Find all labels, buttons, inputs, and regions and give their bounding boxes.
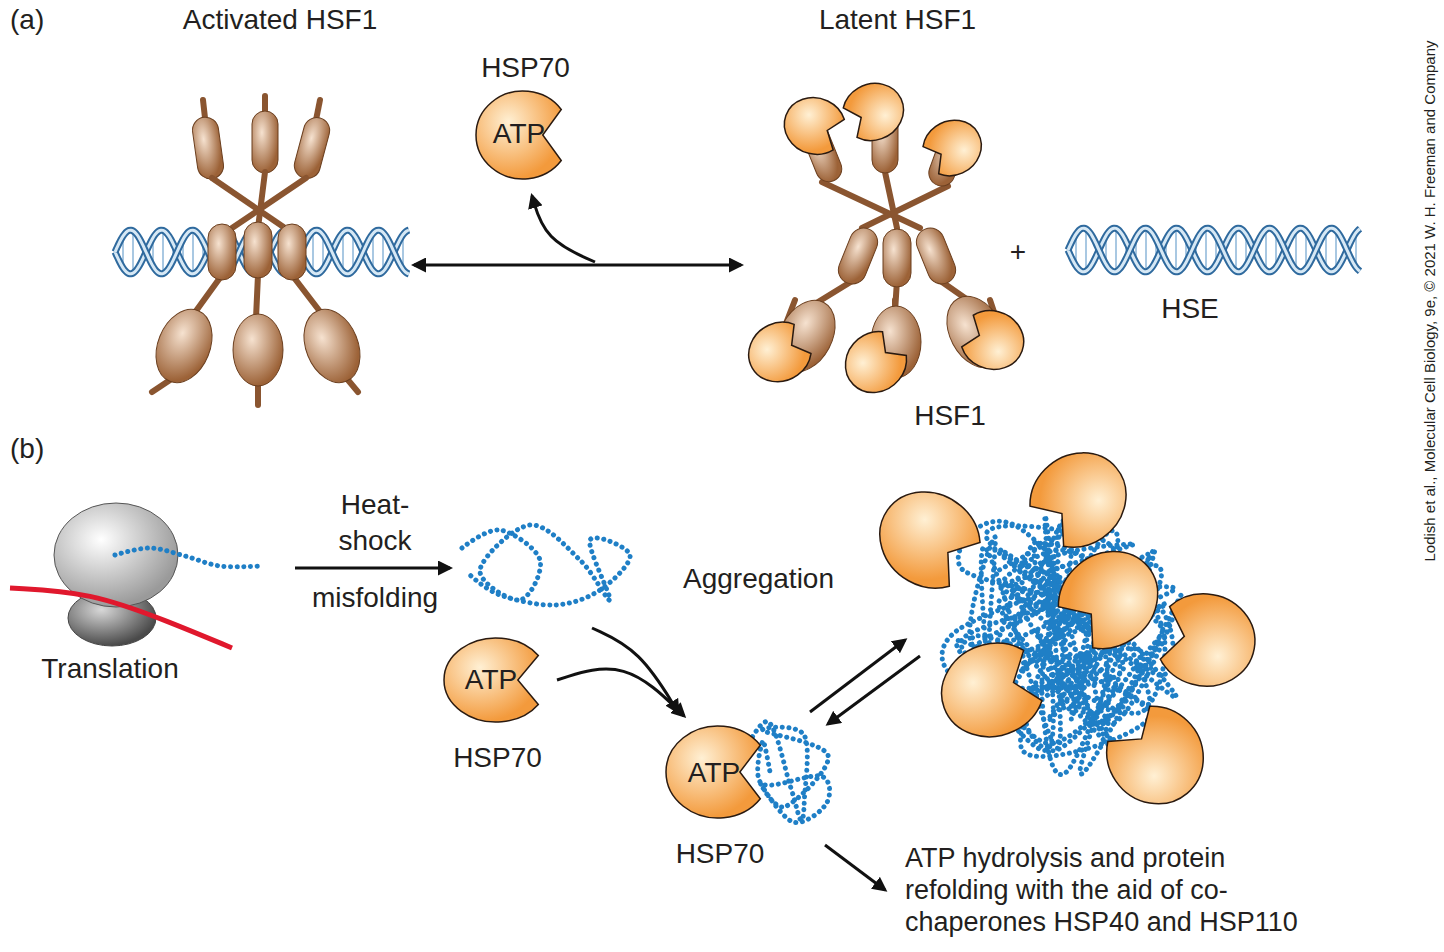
hsf1-linker	[348, 380, 358, 392]
hsf1-domain	[834, 224, 882, 288]
plus-sign: +	[1003, 236, 1033, 268]
hsf1-domain	[233, 314, 283, 386]
hsf1-linker	[255, 384, 261, 405]
hsp70-shape	[838, 74, 913, 149]
polypeptide-chain	[115, 548, 260, 567]
hsf1-linker	[256, 275, 258, 318]
hsp70-shape	[928, 632, 1048, 751]
connector-arrow	[557, 669, 684, 716]
arrow	[295, 567, 450, 570]
hsf1-domain	[291, 115, 332, 182]
hsp70-shape	[444, 638, 538, 722]
node-label: HSP70	[440, 742, 555, 774]
hsf1-trimer: Latent HSF1HSF1	[745, 0, 1040, 435]
panel-letter: (a)	[10, 4, 44, 36]
hsp70-chaperone: ATP HSP70	[440, 630, 555, 775]
hsf1-linker	[262, 96, 268, 112]
panel-a	[115, 74, 1360, 406]
hsf1-linker	[258, 172, 265, 228]
hsf1-domain	[294, 301, 371, 391]
hsf1-linker	[203, 100, 205, 118]
hsp70-shape	[958, 304, 1032, 378]
hsp70-shape	[1018, 433, 1145, 560]
hsf1-linker	[232, 178, 306, 228]
arrow	[825, 845, 885, 890]
hsp70-chaperone: ATP HSP70	[660, 718, 785, 870]
hsf1-domain	[146, 301, 223, 391]
hsf1-domain	[252, 111, 278, 173]
panel-b	[10, 433, 1262, 890]
node-label: Latent HSF1	[795, 4, 1000, 36]
hsp70-shape	[861, 472, 991, 601]
node-label: HSF1	[905, 400, 995, 432]
dna-element: HSE	[1060, 215, 1365, 327]
hsf1-linker	[152, 380, 170, 392]
hsp70-shape	[1157, 588, 1262, 694]
panel-letter: (b)	[10, 433, 44, 465]
note: ATP hydrolysis and protein refolding wit…	[905, 842, 1325, 938]
hsp70-shape	[776, 89, 848, 161]
node-label: Translation	[15, 653, 205, 685]
hsf1-linker	[316, 100, 320, 120]
hsf1-domain	[912, 224, 960, 288]
node-label: HSP70	[468, 52, 583, 84]
hsf1-domain	[883, 229, 911, 287]
credit-line: Lodish et al., Molecular Cell Biology, 9…	[1421, 1, 1439, 601]
hsf1-linker	[885, 172, 897, 228]
hsp70-shape	[833, 323, 915, 405]
hsf1-domain	[278, 224, 306, 280]
hsp70-shape	[1093, 694, 1223, 824]
arrow	[828, 656, 920, 724]
molecule-label: ATP	[451, 664, 531, 696]
hsp70-shape	[738, 314, 817, 393]
ribosome: Translation	[15, 495, 240, 690]
hsf1-domain	[244, 222, 272, 278]
hsp70-shape	[917, 110, 991, 184]
polypeptide-chain	[462, 525, 630, 605]
hsp70-shape	[666, 726, 760, 818]
hsp70-chaperone: HSP70ATP	[468, 50, 583, 185]
dna-helix	[1068, 228, 1360, 272]
hsf1-trimer: Activated HSF1	[110, 0, 410, 410]
hsf1-domain	[191, 115, 225, 180]
hsp70-shape	[1046, 531, 1177, 662]
hsf1-linker	[862, 186, 948, 228]
molecule-label: ATP	[674, 757, 754, 789]
process-label: Heat- shock	[322, 487, 428, 559]
process-label: Aggregation	[683, 563, 834, 595]
process-label: misfolding	[290, 582, 460, 614]
hsf1-domain	[208, 224, 236, 280]
arrow	[532, 196, 595, 262]
node-label: Activated HSF1	[150, 4, 410, 36]
connector-arrow	[414, 264, 741, 267]
mrna	[10, 588, 232, 648]
node-label: HSP70	[660, 838, 780, 870]
polypeptide-chain	[740, 722, 830, 823]
node-label: HSE	[1160, 293, 1220, 325]
molecule-label: ATP	[474, 118, 564, 150]
